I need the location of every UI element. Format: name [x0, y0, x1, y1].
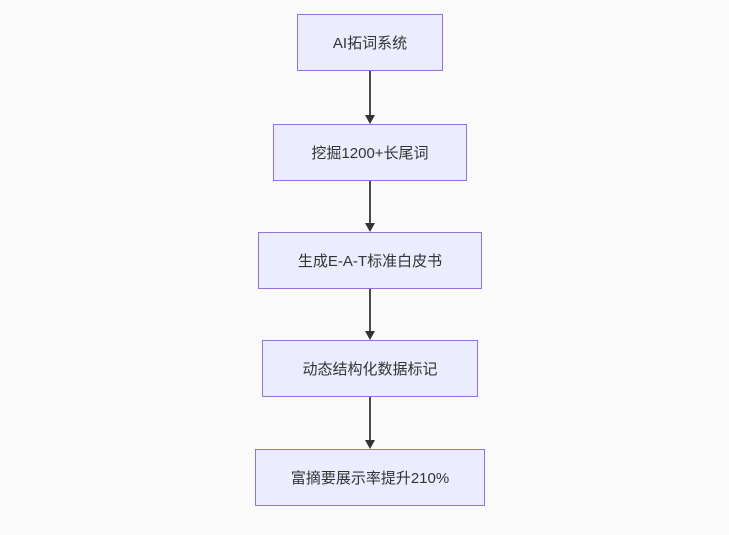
flow-node-longtail-mining: 挖掘1200+长尾词	[273, 124, 467, 181]
flow-node-rich-snippet-result: 富摘要展示率提升210%	[255, 449, 485, 506]
flow-node-label: 动态结构化数据标记	[302, 361, 438, 378]
arrow-connector-3	[365, 289, 375, 340]
arrow-line	[369, 397, 371, 440]
arrowhead-down-icon	[365, 115, 375, 124]
arrow-connector-1	[365, 71, 375, 124]
arrow-line	[369, 71, 371, 115]
flow-node-label: 生成E-A-T标准白皮书	[297, 253, 443, 270]
arrow-connector-2	[365, 181, 375, 232]
flow-node-ai-keyword-system: AI拓词系统	[297, 14, 443, 71]
arrowhead-down-icon	[365, 331, 375, 340]
arrow-connector-4	[365, 397, 375, 449]
flow-node-label: 富摘要展示率提升210%	[290, 470, 450, 487]
flow-node-eat-whitepaper: 生成E-A-T标准白皮书	[258, 232, 482, 289]
flow-node-label: 挖掘1200+长尾词	[311, 145, 429, 162]
flow-node-label: AI拓词系统	[332, 35, 408, 52]
arrow-line	[369, 289, 371, 331]
arrow-line	[369, 181, 371, 223]
arrowhead-down-icon	[365, 440, 375, 449]
flow-node-structured-data-markup: 动态结构化数据标记	[262, 340, 478, 397]
arrowhead-down-icon	[365, 223, 375, 232]
